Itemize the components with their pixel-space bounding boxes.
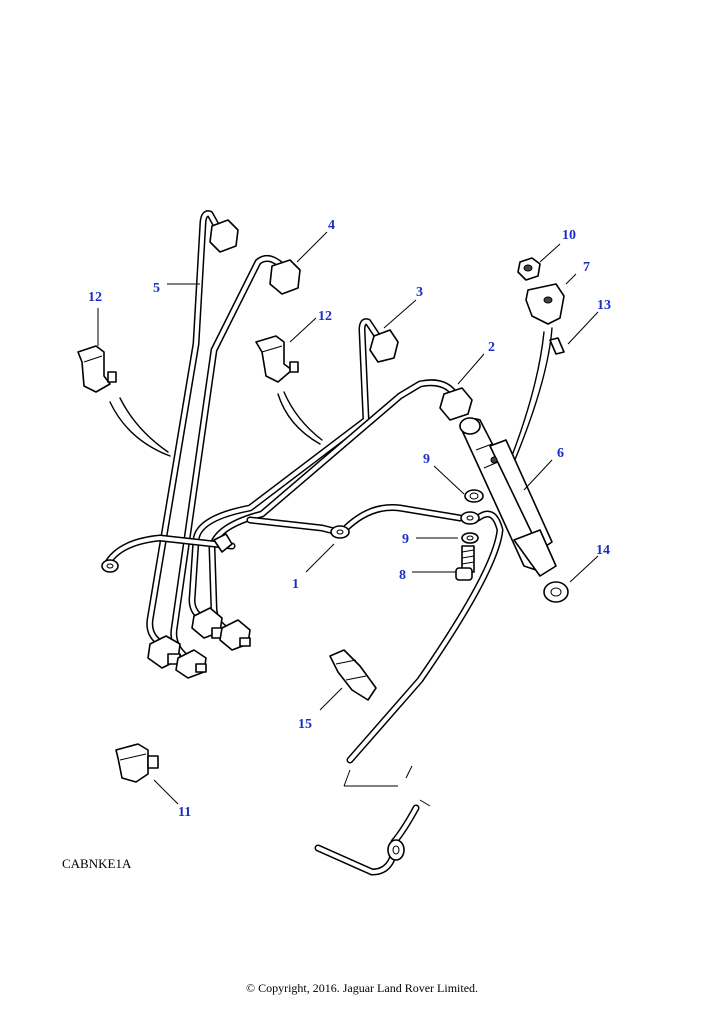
clip-leaders — [109, 327, 553, 467]
return-pipe — [101, 503, 504, 876]
callout-12-middle: 12 — [318, 309, 332, 324]
callout-13: 13 — [597, 298, 611, 313]
union-nuts-top — [209, 219, 473, 421]
copyright-notice: © Copyright, 2016. Jaguar Land Rover Lim… — [245, 981, 479, 995]
callout-2: 2 — [488, 340, 495, 355]
callout-8: 8 — [399, 568, 406, 583]
pipe-clips — [77, 335, 299, 783]
callout-6: 6 — [557, 446, 564, 461]
callout-5: 5 — [153, 281, 160, 296]
callout-14: 14 — [596, 543, 610, 558]
callout-4: 4 — [328, 218, 335, 233]
callouts: 1 2 3 4 5 6 7 8 9 9 10 11 12 12 13 14 15 — [88, 218, 611, 820]
callout-15: 15 — [298, 717, 312, 732]
callout-3: 3 — [416, 285, 423, 300]
callout-1: 1 — [292, 577, 299, 592]
callout-9-lower: 9 — [402, 532, 409, 547]
injector-pipes — [146, 210, 462, 664]
small-parts — [329, 257, 569, 701]
callout-leaders — [97, 231, 599, 805]
union-nuts-bottom — [147, 607, 251, 679]
callout-9-upper: 9 — [423, 452, 430, 467]
callout-11: 11 — [178, 805, 191, 820]
callout-7: 7 — [583, 260, 590, 275]
drawing-code: CABNKE1A — [62, 856, 132, 871]
injector — [459, 417, 557, 577]
callout-10: 10 — [562, 228, 576, 243]
callout-12-left: 12 — [88, 290, 102, 305]
